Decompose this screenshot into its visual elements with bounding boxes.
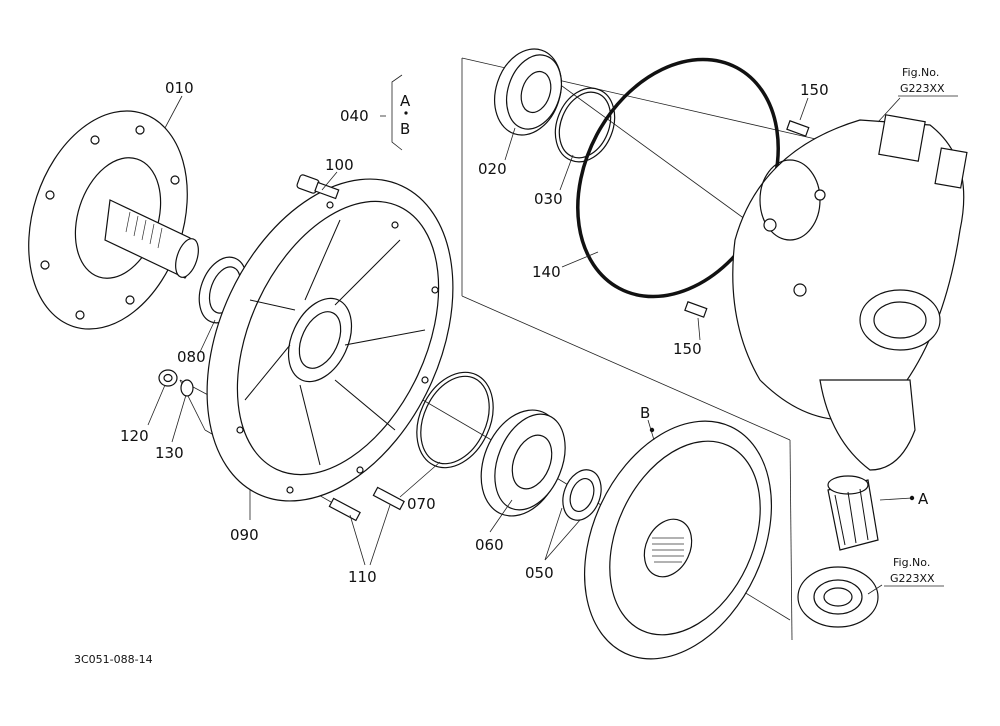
marker-b: B: [640, 404, 650, 422]
label-100: 100: [325, 156, 354, 174]
label-010: 010: [165, 79, 194, 97]
bullet-040: [404, 111, 408, 115]
label-060: 060: [475, 536, 504, 554]
fig-ref-1-line2: G223XX: [900, 82, 945, 95]
part-main-housing: [732, 114, 968, 471]
part-050-shims: [562, 469, 602, 521]
label-030: 030: [534, 190, 563, 208]
part-100-bolt: [296, 174, 340, 200]
part-150-pin-upper: [786, 120, 810, 137]
label-140: 140: [532, 263, 561, 281]
label-090: 090: [230, 526, 259, 544]
label-150-lower: 150: [673, 340, 702, 358]
part-pinion-bearing: [797, 566, 879, 628]
part-bevel-gear-b: [583, 420, 773, 660]
part-120-nut: [158, 369, 178, 387]
fig-ref-2-line1: Fig.No.: [893, 556, 930, 569]
bullet-marker-a: [909, 495, 915, 501]
label-020: 020: [478, 160, 507, 178]
part-110-studs: [328, 486, 405, 522]
label-040-b: B: [400, 120, 410, 138]
part-060-bearing: [480, 409, 566, 517]
label-110: 110: [348, 568, 377, 586]
bracket-040: [391, 74, 403, 151]
part-010-flange: [28, 110, 199, 330]
part-090-housing-cover: [206, 178, 454, 502]
label-070: 070: [407, 495, 436, 513]
label-040: 040: [340, 107, 369, 125]
part-150-pin-lower: [684, 301, 708, 318]
label-120: 120: [120, 427, 149, 445]
footer-code: 3C051-088-14: [74, 653, 153, 666]
label-050: 050: [525, 564, 554, 582]
leader-lines: [147, 95, 913, 595]
label-040-a: A: [400, 92, 411, 110]
fig-ref-1-line1: Fig.No.: [902, 66, 939, 79]
fig-ref-2-line2: G223XX: [890, 572, 935, 585]
label-130: 130: [155, 444, 184, 462]
part-070-o-ring: [416, 371, 494, 469]
part-130-washer: [180, 379, 194, 397]
part-020-bearing: [494, 48, 562, 136]
label-080: 080: [177, 348, 206, 366]
label-150-upper: 150: [800, 81, 829, 99]
marker-a: A: [918, 490, 929, 508]
bullet-marker-b: [649, 427, 655, 433]
part-pinion-a: [827, 475, 879, 551]
